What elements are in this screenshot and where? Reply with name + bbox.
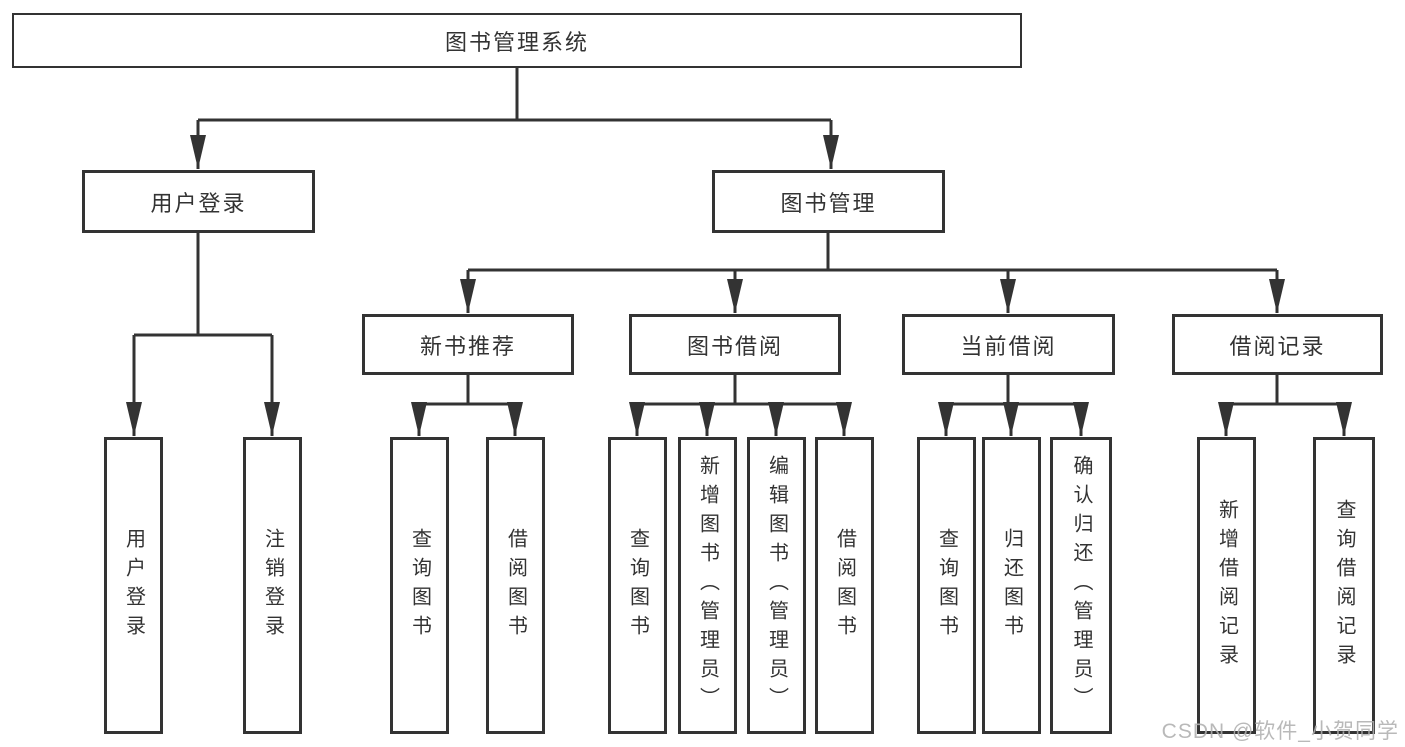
node-label: 当前借阅	[960, 333, 1057, 359]
node-leaf-cb-return-books: 归还图书	[982, 437, 1041, 734]
node-leaf-bb-add-books: 新增图书（管理员）	[678, 437, 737, 734]
node-leaf-user-login: 用户登录	[104, 437, 163, 734]
connector-book-management-children	[460, 233, 1285, 313]
node-label: 归还图书	[1000, 527, 1023, 644]
connector-current-borrow-children	[938, 375, 1089, 436]
node-leaf-br-add-record: 新增借阅记录	[1197, 437, 1256, 734]
node-label: 新书推荐	[419, 333, 516, 359]
connector-user-login-children	[126, 233, 280, 436]
node-current-borrow: 当前借阅	[902, 314, 1115, 375]
node-label: 注销登录	[261, 527, 284, 644]
node-label: 借阅图书	[833, 527, 856, 644]
node-user-login: 用户登录	[82, 170, 315, 233]
node-label: 用户登录	[122, 527, 145, 644]
connector-borrow-records-children	[1218, 375, 1352, 436]
node-label: 新增图书（管理员）	[696, 455, 719, 716]
node-leaf-nb-query-books: 查询图书	[390, 437, 449, 734]
connector-new-book-recommend-children	[411, 375, 523, 436]
node-leaf-cb-query-books: 查询图书	[917, 437, 976, 734]
node-leaf-logout: 注销登录	[243, 437, 302, 734]
node-label: 查询图书	[408, 527, 431, 644]
node-book-borrow: 图书借阅	[629, 314, 841, 375]
node-label: 查询图书	[626, 527, 649, 644]
csdn-watermark: CSDN @软件_小贺同学	[1161, 720, 1399, 743]
node-leaf-bb-borrow-books: 借阅图书	[815, 437, 874, 734]
node-book-management: 图书管理	[712, 170, 945, 233]
node-label: 借阅记录	[1229, 333, 1326, 359]
connector-book-borrow-children	[629, 375, 852, 436]
node-label: 图书管理系统	[444, 29, 589, 55]
node-label: 借阅图书	[504, 527, 527, 644]
node-new-book-recommend: 新书推荐	[362, 314, 574, 375]
node-leaf-nb-borrow-books: 借阅图书	[486, 437, 545, 734]
node-leaf-br-query-record: 查询借阅记录	[1313, 437, 1375, 734]
node-label: 查询图书	[935, 527, 958, 644]
node-label: 用户登录	[150, 190, 247, 216]
node-label: 图书管理	[780, 190, 877, 216]
node-leaf-cb-confirm-return: 确认归还（管理员）	[1050, 437, 1112, 734]
node-label: 确认归还（管理员）	[1070, 455, 1092, 716]
connector-root-to-level2	[190, 68, 839, 169]
node-borrow-records: 借阅记录	[1172, 314, 1383, 375]
node-label: 查询借阅记录	[1333, 498, 1355, 673]
node-label: 编辑图书（管理员）	[765, 455, 788, 716]
node-label: 新增借阅记录	[1215, 498, 1238, 673]
node-root: 图书管理系统	[12, 13, 1022, 68]
node-leaf-bb-query-books: 查询图书	[608, 437, 667, 734]
node-leaf-bb-edit-books: 编辑图书（管理员）	[747, 437, 806, 734]
node-label: 图书借阅	[686, 333, 783, 359]
